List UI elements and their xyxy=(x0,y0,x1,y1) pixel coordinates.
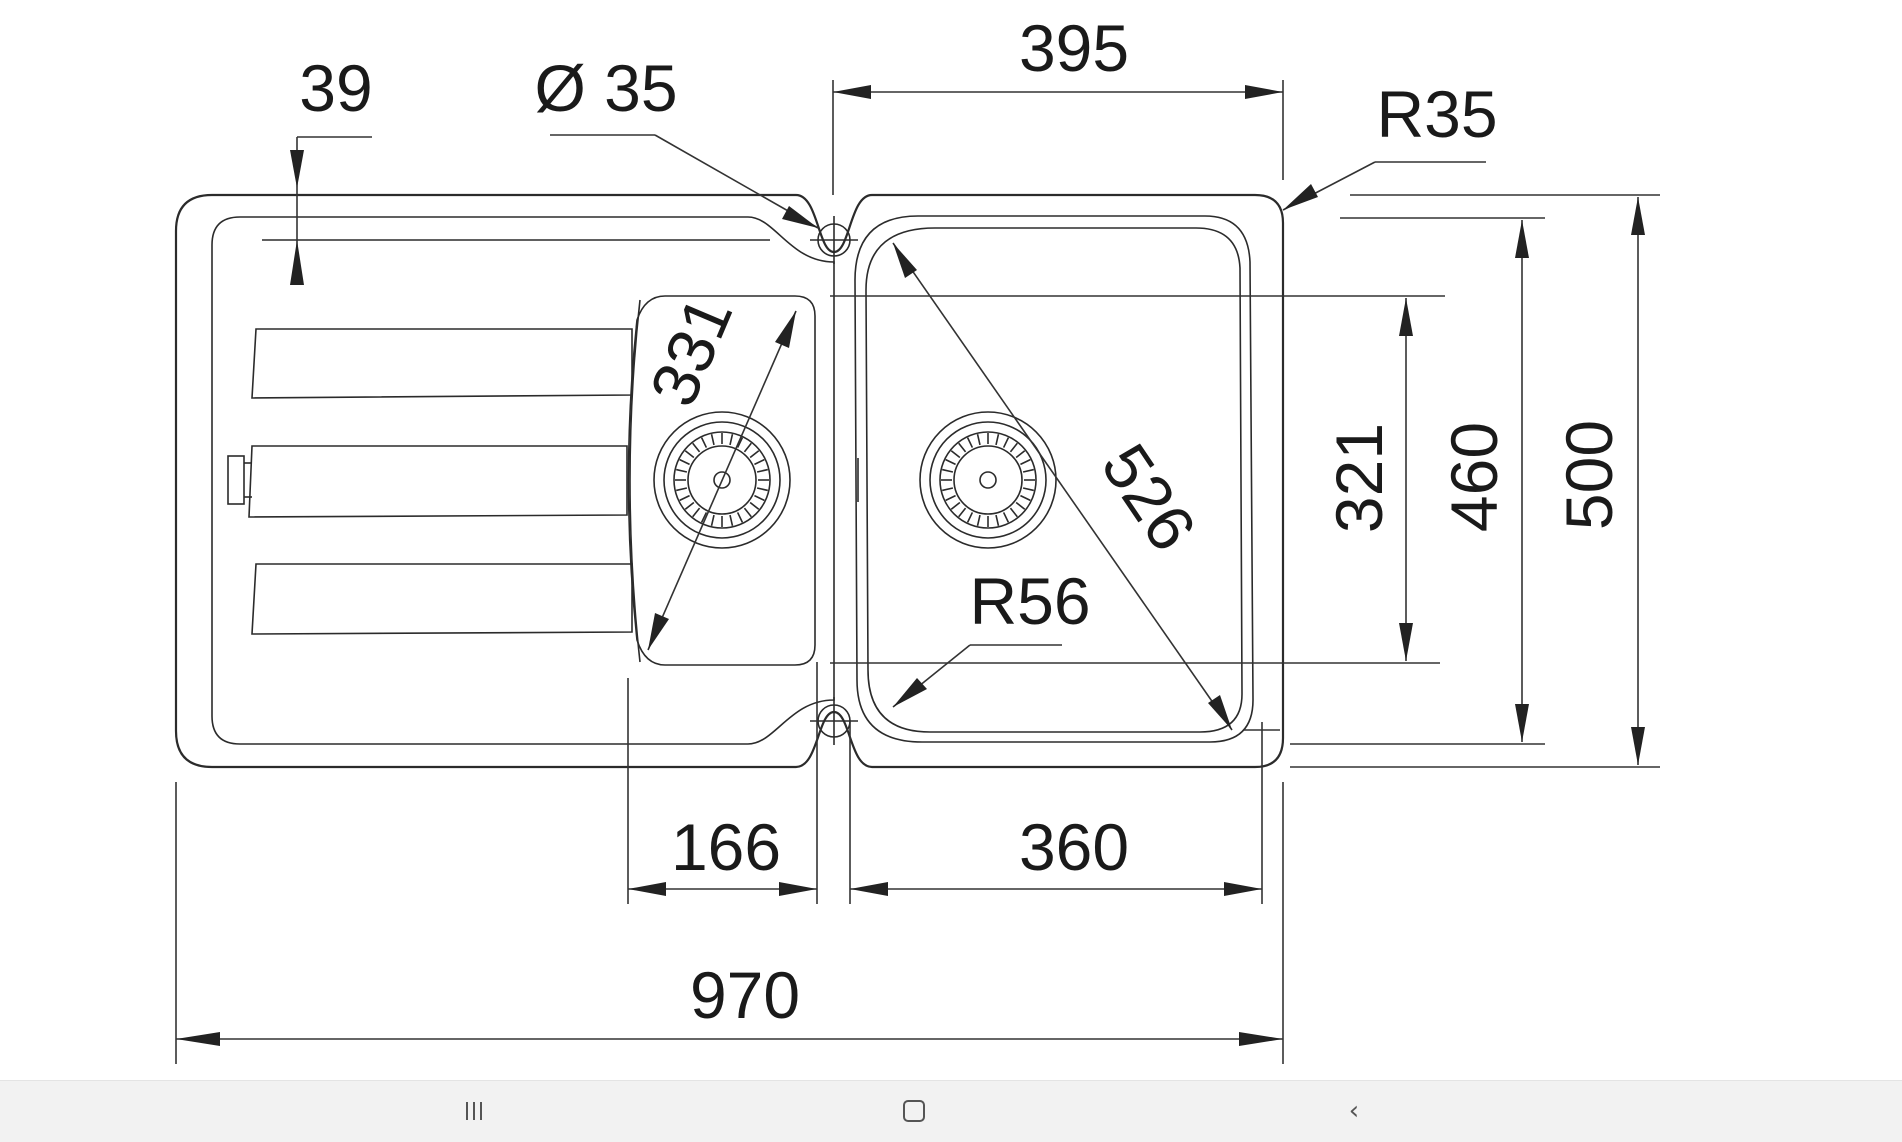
label-tap-hole: Ø 35 xyxy=(534,51,677,125)
strainer-slot xyxy=(945,494,956,502)
strainer-slot xyxy=(1022,468,1034,473)
label-r56: R56 xyxy=(969,564,1090,638)
strainer-slot xyxy=(710,514,715,526)
strainer-slot xyxy=(942,487,954,492)
strainer-slot xyxy=(1015,501,1026,510)
strainer-slot xyxy=(995,434,1000,446)
label-321: 321 xyxy=(1322,423,1396,533)
back-button[interactable]: ‹ xyxy=(1314,1089,1394,1133)
strainer-slot xyxy=(950,450,961,459)
label-526: 526 xyxy=(1088,431,1211,564)
recent-apps-button[interactable] xyxy=(434,1089,514,1133)
strainer-slot xyxy=(1020,458,1031,466)
dim-500 xyxy=(1631,197,1645,765)
dim-r35 xyxy=(1282,161,1486,211)
strainer-slot xyxy=(676,468,688,473)
strainer-slot xyxy=(966,437,974,448)
strainer-slot xyxy=(1009,442,1018,453)
strainer-slot xyxy=(966,512,974,523)
strainer-slot xyxy=(950,501,961,510)
strainer-slot xyxy=(1002,512,1010,523)
strainer-slot xyxy=(754,494,765,502)
drain-strainer-small xyxy=(653,411,791,549)
dim-r56 xyxy=(892,644,1062,708)
dim-526 xyxy=(892,242,1233,731)
home-button[interactable] xyxy=(874,1089,954,1133)
android-navigation-bar: ‹ xyxy=(0,1080,1902,1142)
strainer-slot xyxy=(995,514,1000,526)
drainer-inner-outline xyxy=(211,216,835,745)
strainer-slot xyxy=(700,512,708,523)
strainer-slot xyxy=(710,434,715,446)
strainer-slot xyxy=(754,458,765,466)
strainer-slot xyxy=(684,450,695,459)
strainer-slot xyxy=(756,468,768,473)
recent-apps-icon xyxy=(466,1102,482,1120)
sink-outer-outline xyxy=(174,193,1285,769)
strainer-slot xyxy=(743,507,752,518)
strainer-slot xyxy=(679,494,690,502)
label-970: 970 xyxy=(690,958,800,1032)
strainer-slot xyxy=(676,487,688,492)
dim-tap-hole xyxy=(550,134,819,229)
strainer-slot xyxy=(736,437,744,448)
strainer-slot xyxy=(945,458,956,466)
dim-331 xyxy=(647,310,797,651)
drainer-grooves xyxy=(227,328,633,635)
label-39: 39 xyxy=(299,51,372,125)
strainer-slot xyxy=(736,512,744,523)
strainer-slot xyxy=(692,507,701,518)
strainer-slot xyxy=(756,487,768,492)
label-166: 166 xyxy=(671,810,781,884)
dim-166 xyxy=(628,882,817,896)
label-331: 331 xyxy=(635,286,746,416)
strainer-slot xyxy=(1002,437,1010,448)
tap-hole-top xyxy=(810,216,858,264)
dim-970 xyxy=(176,1032,1283,1046)
home-icon xyxy=(903,1100,925,1122)
label-360: 360 xyxy=(1019,810,1129,884)
dim-360 xyxy=(850,882,1262,896)
strainer-slot xyxy=(700,437,708,448)
drain-strainer-main xyxy=(919,411,1057,549)
strainer-slot xyxy=(749,501,760,510)
label-r35: R35 xyxy=(1376,77,1497,151)
strainer-slot xyxy=(692,442,701,453)
back-icon: ‹ xyxy=(1348,1096,1360,1126)
strainer-slot xyxy=(976,514,981,526)
label-500: 500 xyxy=(1552,420,1626,530)
strainer-slot xyxy=(749,450,760,459)
strainer-slot xyxy=(976,434,981,446)
strainer-slot xyxy=(1020,494,1031,502)
main-bowl xyxy=(854,215,1254,743)
strainer-slot xyxy=(1015,450,1026,459)
strainer-slot xyxy=(1009,507,1018,518)
dim-395 xyxy=(833,85,1283,99)
sink-technical-drawing: 39 Ø 35 395 R35 331 526 R56 321 460 500 … xyxy=(174,11,1660,1064)
strainer-slot xyxy=(684,501,695,510)
strainer-slot xyxy=(1022,487,1034,492)
strainer-slot xyxy=(679,458,690,466)
strainer-slot xyxy=(729,514,734,526)
small-bowl xyxy=(627,295,816,666)
dim-460 xyxy=(1515,220,1529,742)
strainer-slot xyxy=(729,434,734,446)
label-460: 460 xyxy=(1437,422,1511,532)
strainer-slot xyxy=(958,442,967,453)
extension-lines xyxy=(175,80,1660,1064)
strainer-slot xyxy=(958,507,967,518)
dim-39 xyxy=(290,136,372,285)
strainer-slot xyxy=(942,468,954,473)
dim-321 xyxy=(1399,298,1413,661)
strainer-slot xyxy=(743,442,752,453)
label-395: 395 xyxy=(1019,11,1129,85)
